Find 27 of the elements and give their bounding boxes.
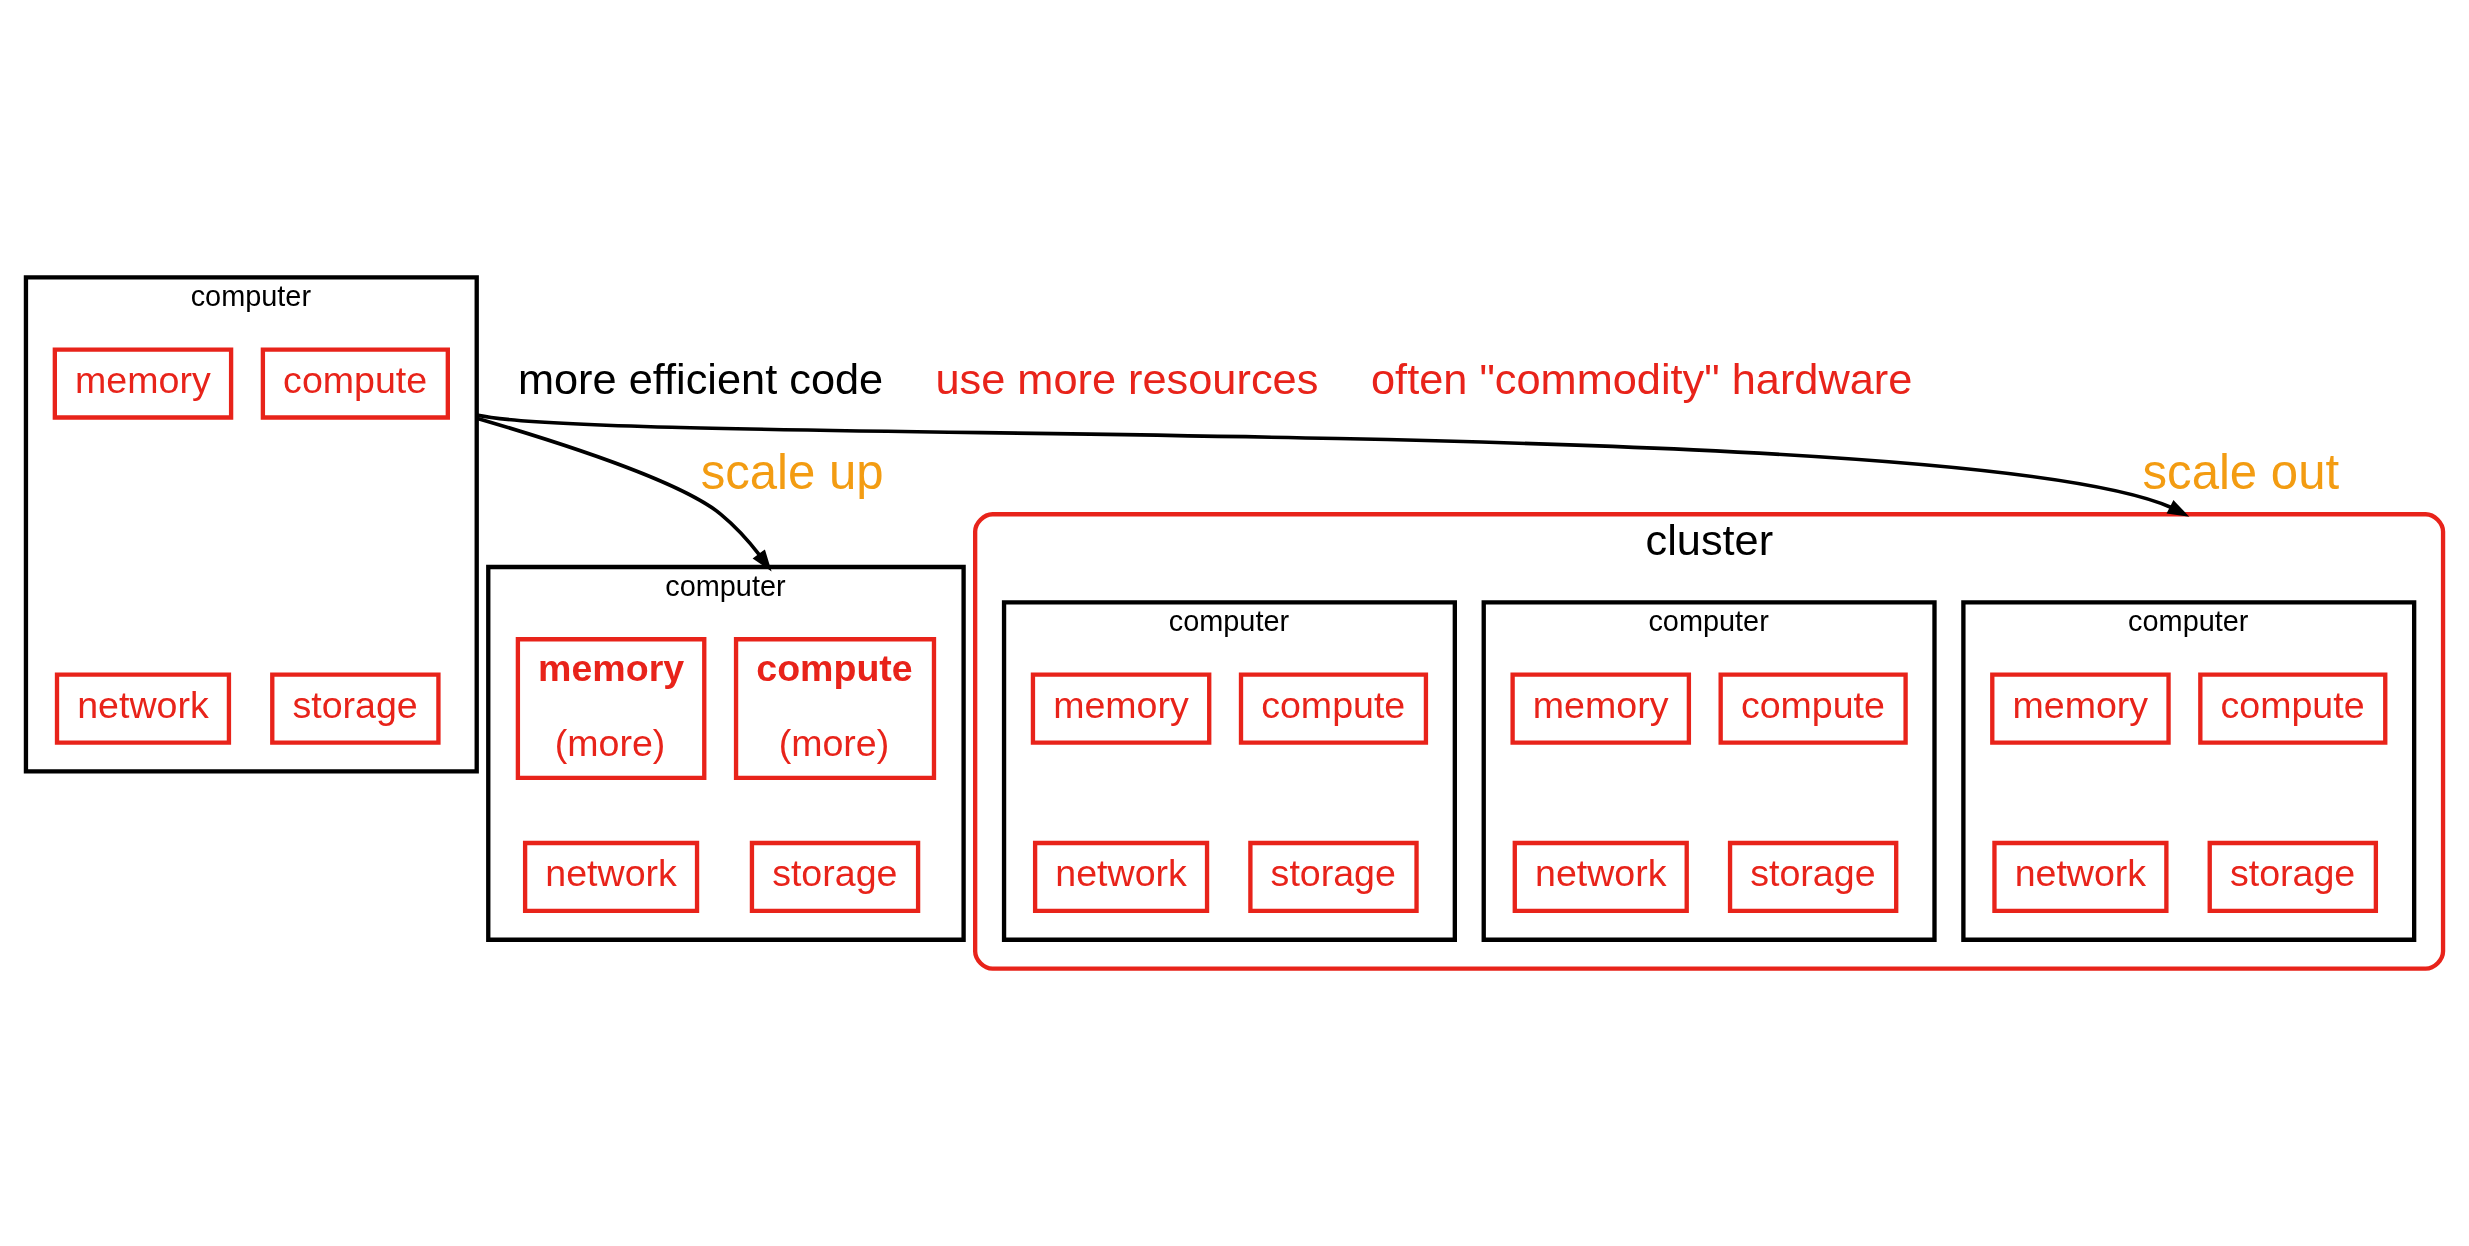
node-box: network — [1992, 840, 2169, 914]
node-box: network — [1032, 840, 1210, 914]
label: often "commodity" hardware — [1371, 355, 1913, 404]
node-box: storage — [749, 840, 921, 914]
arrow — [476, 413, 2190, 517]
node-box: network — [522, 840, 700, 914]
label: more efficient code — [517, 355, 884, 404]
node-box: storage — [270, 672, 441, 745]
node-box: memory — [1510, 672, 1692, 745]
edge-label: scale up — [700, 444, 884, 499]
node-box: network — [54, 672, 232, 745]
node-box: storage — [1248, 840, 1419, 914]
node-box: memory — [52, 347, 234, 420]
node-box: compute — [1238, 672, 1429, 745]
node-box: memory (more) — [515, 637, 707, 781]
arrow — [476, 416, 772, 572]
node-box: storage — [1727, 840, 1899, 914]
node-box: memory — [1990, 672, 2171, 745]
node-box: compute — [2198, 672, 2388, 745]
node-box: network — [1512, 840, 1689, 914]
node-box: storage — [2207, 840, 2379, 914]
node-box: compute — [260, 347, 450, 420]
edge-label: scale out — [2142, 444, 2340, 499]
node-box: compute (more) — [733, 637, 937, 781]
node-box: compute — [1718, 672, 1908, 745]
label: use more resources — [935, 355, 1319, 404]
node-box: memory — [1030, 672, 1212, 745]
